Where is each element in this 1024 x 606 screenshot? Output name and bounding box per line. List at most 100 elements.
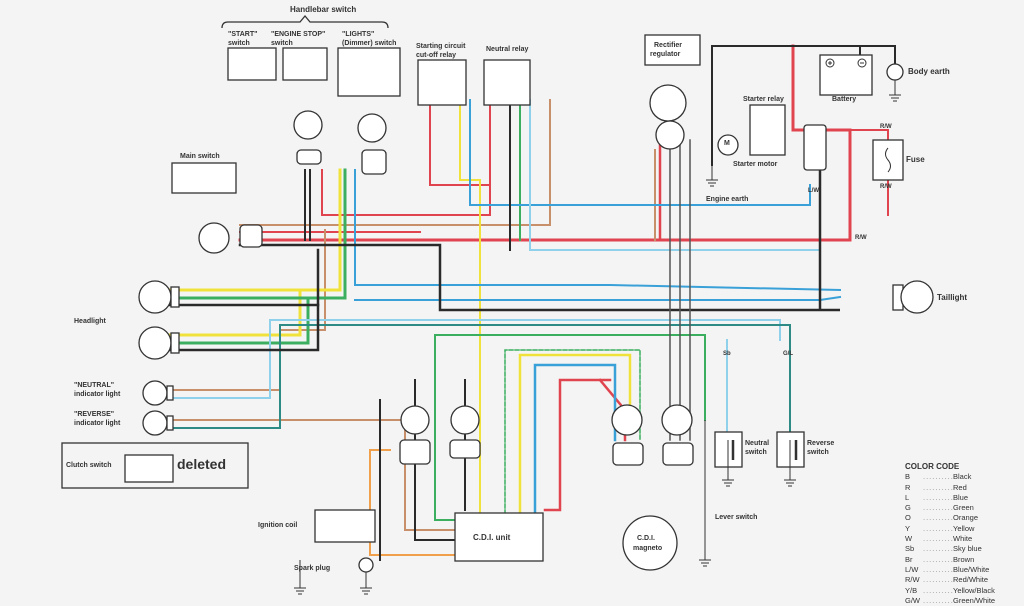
wire-label-sb: Sb [723,351,731,357]
connector-mag-1 [611,404,643,436]
legend-row: R..........Red [905,482,967,492]
neutral-light-bulb [142,380,168,406]
starter-relay-label: Starter relay [743,96,784,103]
legend-code: Y/B [905,585,918,595]
legend-code: G/W [905,595,920,605]
connector-switch-2 [357,113,387,143]
legend-name: Black [953,472,972,482]
wire-red-switch [321,169,491,216]
starting-relay [417,59,467,106]
engine-earth-label: Engine earth [706,196,749,203]
starter-relay-box [749,104,786,156]
main-switch-table [171,162,237,194]
deleted-label: deleted [177,456,227,472]
legend-code: Y [905,523,911,533]
legend-row: O..........Orange [905,513,979,523]
wire-black-main [238,138,840,312]
lights-switch-label-2: (Dimmer) switch [342,40,397,47]
legend-row: W..........White [905,534,973,544]
reverse-switch-label-2: switch [807,449,829,456]
handlebar-brace [221,14,389,29]
legend-row: Y..........Yellow [905,523,975,533]
lever-switch-label: Lever switch [715,514,758,521]
wire-brown-2 [169,229,326,391]
wire-blue-magneto [533,363,617,522]
legend-row: G/W..........Green/White [905,595,996,605]
wire-blue-1 [354,169,842,292]
fuse-symbol [885,147,891,173]
taillight-label: Taillight [937,293,968,302]
engine-stop-label-2: switch [271,40,293,47]
reverse-light-label: "REVERSE" [74,411,115,418]
connector-rect-1 [649,84,687,122]
wire-green-head2 [168,296,310,345]
color-code-title: COLOR CODE [905,462,960,471]
legend-code: R/W [905,575,920,585]
lights-switch-label: "LIGHTS" [342,31,375,38]
wire-label-lw: L/W [808,188,819,194]
starting-relay-label-2: cut-off relay [416,52,457,59]
wire-label-rw-1: R/W [880,124,892,130]
legend-name: Brown [953,554,975,564]
legend-name: Blue [953,492,969,502]
legend-code: L/W [905,564,919,574]
spark-plug-label: Spark plug [294,565,331,572]
wire-black-switch [304,169,311,241]
neutral-switch-label-2: switch [745,449,767,456]
ignition-coil-label: Ignition coil [258,522,298,529]
headlight-label: Headlight [74,318,106,325]
wire-green-center [434,334,456,521]
connector-cdi-2 [450,405,480,435]
legend-row: L/W..........Blue/White [905,564,990,574]
legend-row: G..........Green [905,503,974,513]
legend-name: Sky blue [953,544,982,554]
legend-row: Sb..........Sky blue [905,544,982,554]
cdi-unit-label: C.D.I. unit [473,533,511,542]
legend-code: Sb [905,544,915,554]
legend-row: R/W..........Red/White [905,575,989,585]
neutral-relay [483,59,531,106]
cdi-magneto [622,515,678,571]
main-switch-label: Main switch [180,153,220,160]
legend-code: W [905,534,913,544]
legend-name: Green [953,503,974,513]
legend-code: L [905,492,910,502]
headlight-bulb-2 [138,326,172,360]
legend-code: O [905,513,911,523]
starter-relay-conn [803,124,827,171]
legend-code: Br [905,554,913,564]
starter-motor-label: Starter motor [733,161,778,168]
cdi-magneto-label-2: magneto [633,545,663,552]
legend-row: B..........Black [905,472,972,482]
cdi-unit-box [454,512,544,562]
engine-stop-table [282,47,328,81]
wire-green-loop [434,334,706,421]
wire-red-fuse [849,129,889,216]
legend-name: Green/White [953,595,996,605]
reverse-light-bulb [142,410,168,436]
handlebar-switch-label: Handlebar switch [290,5,357,14]
rectifier [644,34,701,66]
wire-brown-3 [169,419,456,531]
body-earth-label: Body earth [908,67,950,76]
neutral-switch-label: Neutral [745,440,770,447]
legend-name: Yellow [953,523,975,533]
wire-label-rw-3: R/W [855,235,867,241]
starter-motor-m: M [724,140,730,147]
wire-green-dashed [504,349,641,521]
wire-black-head2 [168,303,320,352]
connector-cdi-1 [400,405,430,435]
legend-name: Blue/White [953,564,990,574]
connector-main [198,222,230,254]
legend-name: White [953,534,973,544]
wire-red-magneto [543,378,612,512]
legend-code: G [905,503,911,513]
headlight-bulb-1 [138,280,172,314]
connector-switch-1 [293,110,323,140]
taillight-bulb [900,280,934,314]
wire-yellow-head1 [168,168,342,292]
start-switch-label: "START" [228,31,258,38]
wire-label-rw-2: R/W [880,184,892,190]
wire-skyblue-2 [169,319,781,399]
